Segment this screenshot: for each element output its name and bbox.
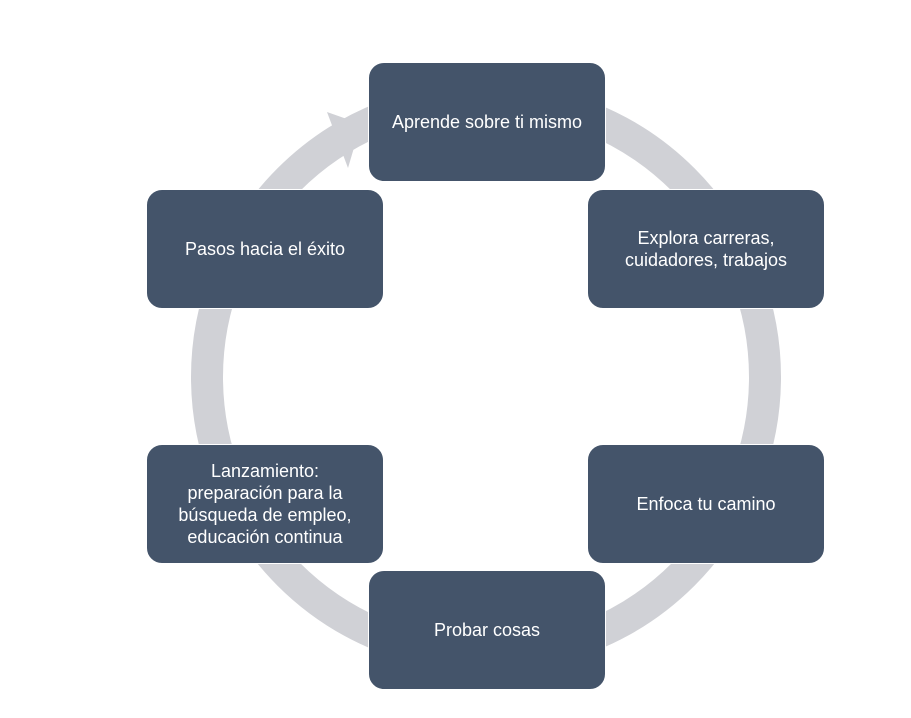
step-steps-to-success: Pasos hacia el éxito bbox=[146, 189, 384, 309]
step-label: Aprende sobre ti mismo bbox=[391, 112, 583, 132]
step-explore-careers: Explora carreras, cuidadores, trabajos bbox=[587, 189, 825, 309]
cycle-arrowhead-icon bbox=[327, 112, 361, 168]
step-try-things: Probar cosas bbox=[368, 570, 606, 690]
step-launch: Lanzamiento: preparación para la búsqued… bbox=[146, 444, 384, 564]
step-label: Lanzamiento: preparación para la búsqued… bbox=[178, 461, 352, 547]
step-label: Explora carreras, cuidadores, trabajos bbox=[624, 228, 788, 270]
step-focus-path: Enfoca tu camino bbox=[587, 444, 825, 564]
step-label: Pasos hacia el éxito bbox=[184, 239, 346, 259]
step-label: Probar cosas bbox=[433, 620, 541, 640]
step-label: Enfoca tu camino bbox=[636, 494, 776, 514]
step-learn-about-yourself: Aprende sobre ti mismo bbox=[368, 62, 606, 182]
